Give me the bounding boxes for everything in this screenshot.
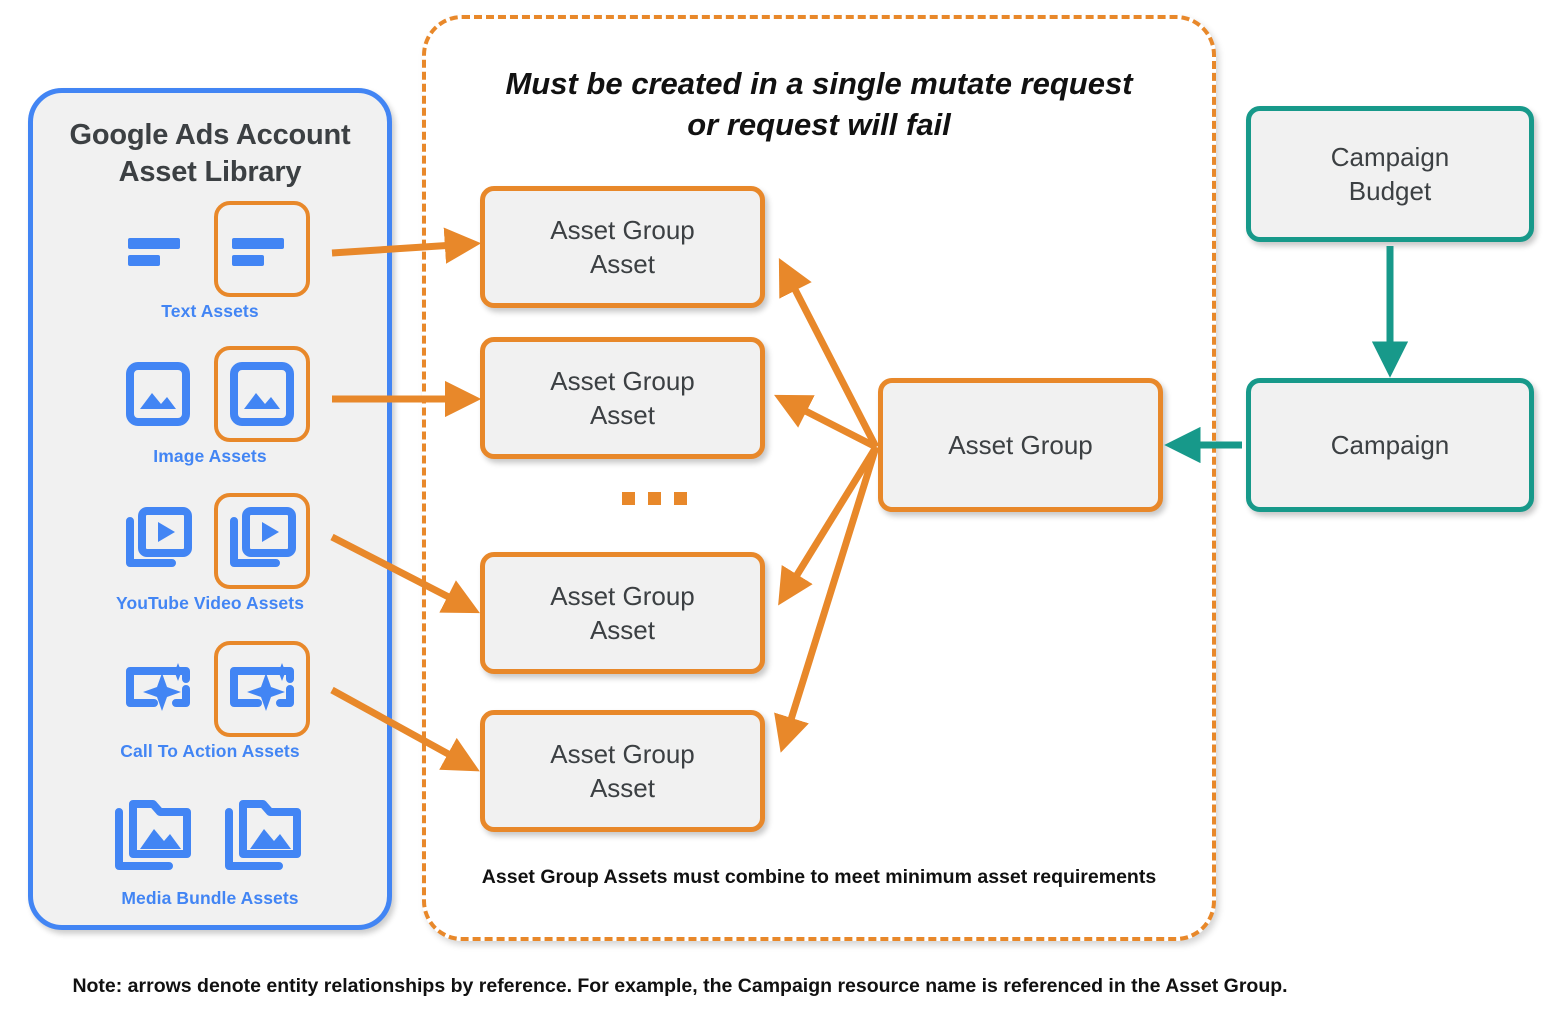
media-bundle-asset-icon [107, 788, 203, 884]
asset-group-asset-node-3[interactable]: Asset Group Asset [480, 552, 765, 674]
asset-group-asset-4-line1: Asset Group [550, 738, 695, 769]
asset-icons-cta [33, 641, 387, 737]
asset-group-asset-node-1[interactable]: Asset Group Asset [480, 186, 765, 308]
google-ads-asset-library-panel: Google Ads Account Asset Library [28, 88, 392, 930]
asset-icons-media-bundle [33, 788, 387, 884]
asset-caption-text: Text Assets [161, 301, 259, 321]
campaign-node[interactable]: Campaign [1246, 378, 1534, 512]
asset-icons-video [33, 493, 387, 589]
campaign-node-label: Campaign [1330, 429, 1450, 460]
asset-caption-cta: Call To Action Assets [120, 741, 300, 761]
asset-group-asset-1-line2: Asset [589, 249, 655, 279]
call-to-action-asset-icon [110, 641, 206, 737]
asset-row-video: YouTube Video Assets [33, 493, 387, 623]
asset-caption-media-bundle: Media Bundle Assets [121, 888, 299, 908]
text-asset-icon [110, 201, 206, 297]
asset-library-title-line1: Google Ads Account [69, 119, 351, 151]
asset-group-asset-node-4[interactable]: Asset Group Asset [480, 710, 765, 832]
asset-row-text: Text Assets [33, 201, 387, 331]
asset-group-asset-2-line1: Asset Group [550, 365, 695, 396]
asset-library-title-line2: Asset Library [118, 156, 302, 189]
asset-library-title: Google Ads Account Asset Library [33, 117, 387, 191]
asset-row-media-bundle: Media Bundle Assets [33, 788, 387, 918]
asset-group-asset-ellipsis [622, 492, 687, 505]
mutate-request-note-line2: or request will fail [687, 107, 951, 143]
asset-group-asset-3-line2: Asset [589, 615, 655, 645]
ellipsis-dot-1 [622, 492, 635, 505]
image-asset-icon [110, 346, 206, 442]
text-asset-icon-selected[interactable] [214, 201, 310, 297]
mutate-request-note-line1: Must be created in a single mutate reque… [505, 66, 1133, 101]
minimum-asset-requirements-note: Asset Group Assets must combine to meet … [481, 866, 1157, 888]
bottom-note: Note: arrows denote entity relationships… [72, 975, 1288, 997]
video-asset-icon-selected[interactable] [214, 493, 310, 589]
asset-row-image: Image Assets [33, 346, 387, 476]
campaign-budget-line1: Campaign [1330, 141, 1450, 172]
asset-icons-text [33, 201, 387, 297]
ellipsis-dot-2 [648, 492, 661, 505]
asset-caption-image: Image Assets [153, 446, 267, 466]
asset-caption-video: YouTube Video Assets [115, 593, 305, 613]
media-bundle-asset-icon-2 [217, 788, 313, 884]
ellipsis-dot-3 [674, 492, 687, 505]
call-to-action-asset-icon-selected[interactable] [214, 641, 310, 737]
asset-group-asset-4-line2: Asset [589, 773, 655, 803]
asset-group-node[interactable]: Asset Group [878, 378, 1163, 512]
campaign-budget-line2: Budget [1348, 176, 1432, 206]
asset-group-node-label: Asset Group [948, 429, 1093, 460]
mutate-request-note: Must be created in a single mutate reque… [456, 63, 1182, 145]
campaign-budget-node[interactable]: Campaign Budget [1246, 106, 1534, 242]
asset-row-cta: Call To Action Assets [33, 641, 387, 771]
video-asset-icon [110, 493, 206, 589]
asset-group-asset-node-2[interactable]: Asset Group Asset [480, 337, 765, 459]
asset-group-asset-3-line1: Asset Group [550, 580, 695, 611]
asset-group-asset-1-line1: Asset Group [550, 214, 695, 245]
asset-icons-image [33, 346, 387, 442]
asset-group-asset-2-line2: Asset [589, 400, 655, 430]
image-asset-icon-selected[interactable] [214, 346, 310, 442]
